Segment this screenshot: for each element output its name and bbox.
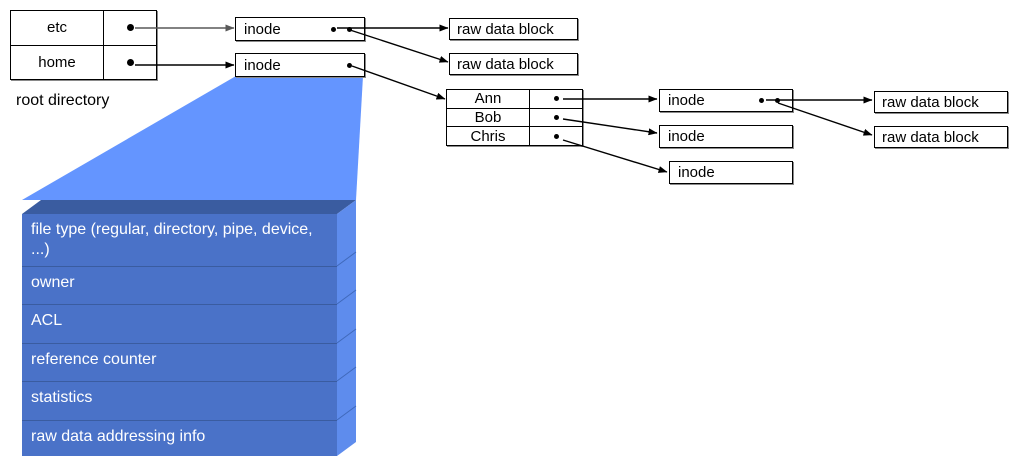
inode-box-pointers[interactable] (759, 98, 792, 103)
inode-box-pointers[interactable] (347, 62, 364, 68)
pointer-dot-icon (759, 98, 764, 103)
pointer-dot-icon (126, 24, 134, 32)
home-entry-pointer-ann[interactable] (530, 90, 582, 108)
raw-data-block-3[interactable]: raw data block (874, 91, 1008, 113)
pointer-dot-icon (347, 26, 352, 32)
raw-data-block-2[interactable]: raw data block (449, 53, 578, 75)
table-row[interactable]: Ann (447, 90, 582, 109)
inode-box-label: inode (244, 56, 281, 74)
inode-detail-rows: file type (regular, directory, pipe, dev… (22, 214, 337, 456)
inode-box-pointers[interactable] (331, 26, 364, 32)
inode-detail-field-statistics: statistics (22, 381, 337, 420)
raw-data-block-4[interactable]: raw data block (874, 126, 1008, 148)
table-row[interactable]: etc (11, 11, 156, 46)
inode-detail-side-face (337, 200, 356, 456)
home-entry-name-bob: Bob (447, 108, 530, 127)
inode-box-bob[interactable]: inode (659, 125, 793, 148)
table-row[interactable]: home (11, 45, 156, 80)
home-entry-name-chris: Chris (447, 127, 530, 146)
pointer-dot-icon (331, 26, 336, 32)
table-row[interactable]: Bob (447, 108, 582, 128)
root-directory-table[interactable]: etc home (10, 10, 157, 80)
inode-detail-block: file type (regular, directory, pipe, dev… (0, 60, 400, 464)
inode-box-label: inode (668, 128, 705, 145)
inode-detail-field-raw-data-addressing-info: raw data addressing info (22, 420, 337, 456)
raw-data-block-1[interactable]: raw data block (449, 18, 578, 40)
inode-detail-field-file-type: file type (regular, directory, pipe, dev… (22, 214, 337, 266)
inode-box-home[interactable]: inode (235, 53, 365, 77)
inode-box-label: inode (678, 164, 715, 181)
pointer-dot-icon (553, 115, 559, 120)
inode-box-ann[interactable]: inode (659, 89, 793, 112)
pointer-dot-icon (553, 96, 559, 102)
pointer-dot-icon (553, 133, 559, 139)
inode-detail-field-reference-counter: reference counter (22, 343, 337, 381)
root-directory-caption: root directory (16, 92, 110, 109)
raw-data-block-label: raw data block (882, 128, 979, 146)
pointer-dot-icon (126, 58, 134, 66)
inode-box-label: inode (668, 92, 705, 109)
root-entry-pointer-home[interactable] (104, 46, 156, 80)
raw-data-block-label: raw data block (882, 93, 979, 111)
inode-detail-field-acl: ACL (22, 304, 337, 343)
root-entry-pointer-etc[interactable] (104, 11, 156, 45)
root-entry-name-etc: etc (11, 11, 104, 45)
inode-detail-side-dividers (336, 251, 357, 421)
pointer-dot-icon (775, 98, 780, 103)
raw-data-block-label: raw data block (457, 20, 554, 38)
inode-box-chris[interactable]: inode (669, 161, 793, 184)
home-directory-table[interactable]: Ann Bob Chris (446, 89, 583, 146)
pointer-dot-icon (347, 62, 352, 68)
inode-detail-top-face (22, 200, 356, 214)
home-entry-name-ann: Ann (447, 90, 530, 108)
inode-detail-field-owner: owner (22, 266, 337, 304)
home-entry-pointer-chris[interactable] (530, 127, 582, 145)
inode-box-label: inode (244, 20, 281, 38)
inode-zoom-funnel (22, 76, 363, 200)
raw-data-block-label: raw data block (457, 55, 554, 73)
table-row[interactable]: Chris (447, 127, 582, 146)
home-entry-pointer-bob[interactable] (530, 109, 582, 127)
inode-box-etc[interactable]: inode (235, 17, 365, 41)
root-entry-name-home: home (11, 45, 104, 79)
